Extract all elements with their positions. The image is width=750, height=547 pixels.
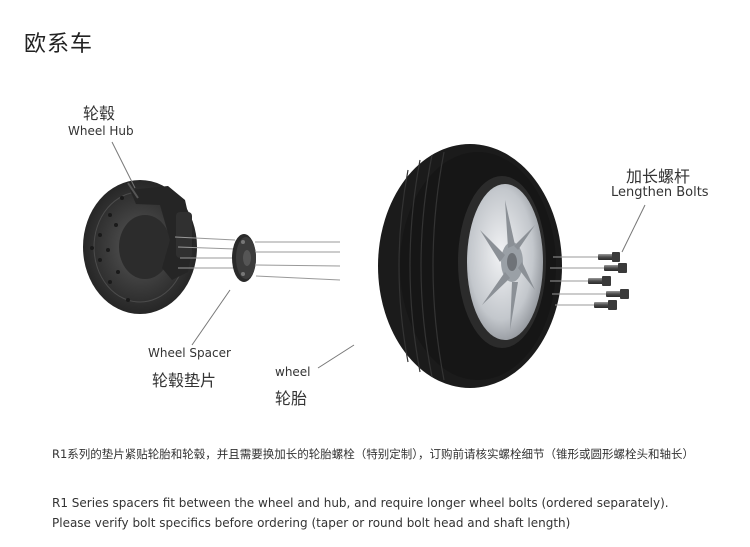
lug-bolts-icon (588, 252, 629, 310)
lengthen-bolts-label-cn: 加长螺杆 (626, 167, 691, 186)
hub-guide-lines (174, 236, 236, 269)
wheel-spacer-label-en: Wheel Spacer (148, 346, 231, 360)
description-en-line1: R1 Series spacers fit between the wheel … (52, 496, 669, 510)
wheel-label-en: wheel (275, 365, 311, 379)
wheel-hub-label-cn: 轮毂 (83, 104, 116, 123)
wheel-hub-label-en: Wheel Hub (68, 124, 134, 138)
description-en: R1 Series spacers fit between the wheel … (52, 493, 712, 533)
bolt-guide-lines (550, 256, 608, 306)
description-cn: R1系列的垫片紧贴轮胎和轮毂，并且需要换加长的轮胎螺栓（特别定制），订购前请核实… (52, 447, 695, 461)
wheel-label-cn: 轮胎 (275, 389, 308, 408)
description-en-line2: Please verify bolt specifics before orde… (52, 516, 571, 530)
wheel-spacer-icon (232, 234, 256, 282)
wheel-spacer-label-cn: 轮毂垫片 (152, 371, 217, 390)
lengthen-bolts-label-en: Lengthen Bolts (611, 185, 709, 200)
tire-wheel-icon (378, 144, 562, 388)
leader-lines (111, 141, 646, 369)
page-title: 欧系车 (24, 32, 94, 57)
spacer-guide-lines (255, 241, 341, 281)
